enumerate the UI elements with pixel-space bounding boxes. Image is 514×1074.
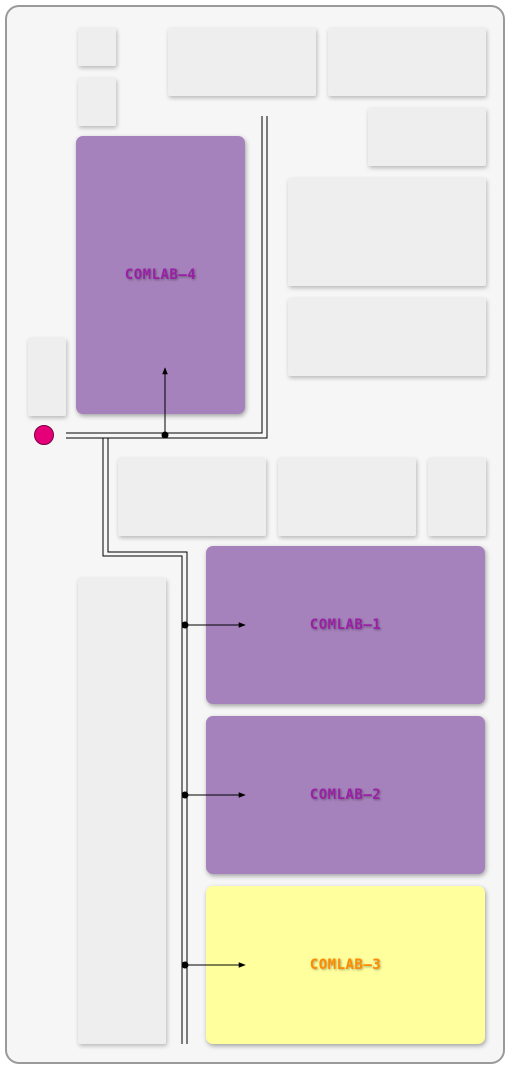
building-block [78, 578, 166, 1044]
current-location-marker[interactable] [34, 425, 54, 445]
building-block [168, 28, 316, 96]
building-block [288, 178, 486, 286]
building-block [78, 78, 116, 126]
building-block [368, 108, 486, 166]
building-block [328, 28, 486, 96]
building-block [288, 298, 486, 376]
building-block [28, 338, 66, 416]
room-comlab-3-label: COMLAB–3 [309, 957, 382, 973]
room-comlab-1-label: COMLAB–1 [309, 617, 382, 633]
building-block [278, 458, 416, 536]
room-comlab-1[interactable]: COMLAB–1 [206, 546, 485, 704]
room-comlab-3[interactable]: COMLAB–3 [206, 886, 485, 1044]
building-block [428, 458, 486, 536]
building-block [78, 28, 116, 66]
room-comlab-2[interactable]: COMLAB–2 [206, 716, 485, 874]
room-comlab-4-label: COMLAB–4 [124, 267, 197, 283]
room-comlab-2-label: COMLAB–2 [309, 787, 382, 803]
building-block [118, 458, 266, 536]
room-comlab-4[interactable]: COMLAB–4 [76, 136, 245, 414]
